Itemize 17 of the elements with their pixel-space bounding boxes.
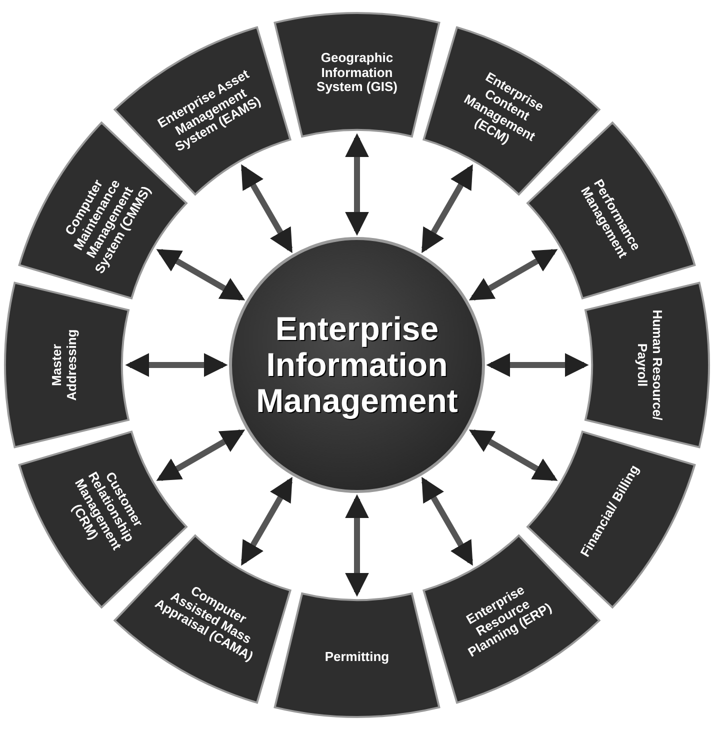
double-arrow xyxy=(156,429,246,482)
double-arrow xyxy=(240,476,293,566)
segment-label: Human Resource/ Payroll xyxy=(634,309,664,421)
double-arrow xyxy=(421,476,474,566)
double-arrow xyxy=(486,353,589,377)
segment-label: Master Addressing xyxy=(50,328,80,403)
double-arrow xyxy=(125,353,228,377)
hub-title: Enterprise Information Management xyxy=(255,310,459,420)
double-arrow xyxy=(156,248,246,301)
segment-label: Geographic Information System (GIS) xyxy=(316,50,398,96)
double-arrow xyxy=(345,133,369,236)
segment-label: Permitting xyxy=(324,650,390,664)
double-arrow xyxy=(240,164,293,254)
double-arrow xyxy=(421,164,474,254)
double-arrow xyxy=(468,429,558,482)
double-arrow xyxy=(345,494,369,597)
double-arrow xyxy=(468,248,558,301)
